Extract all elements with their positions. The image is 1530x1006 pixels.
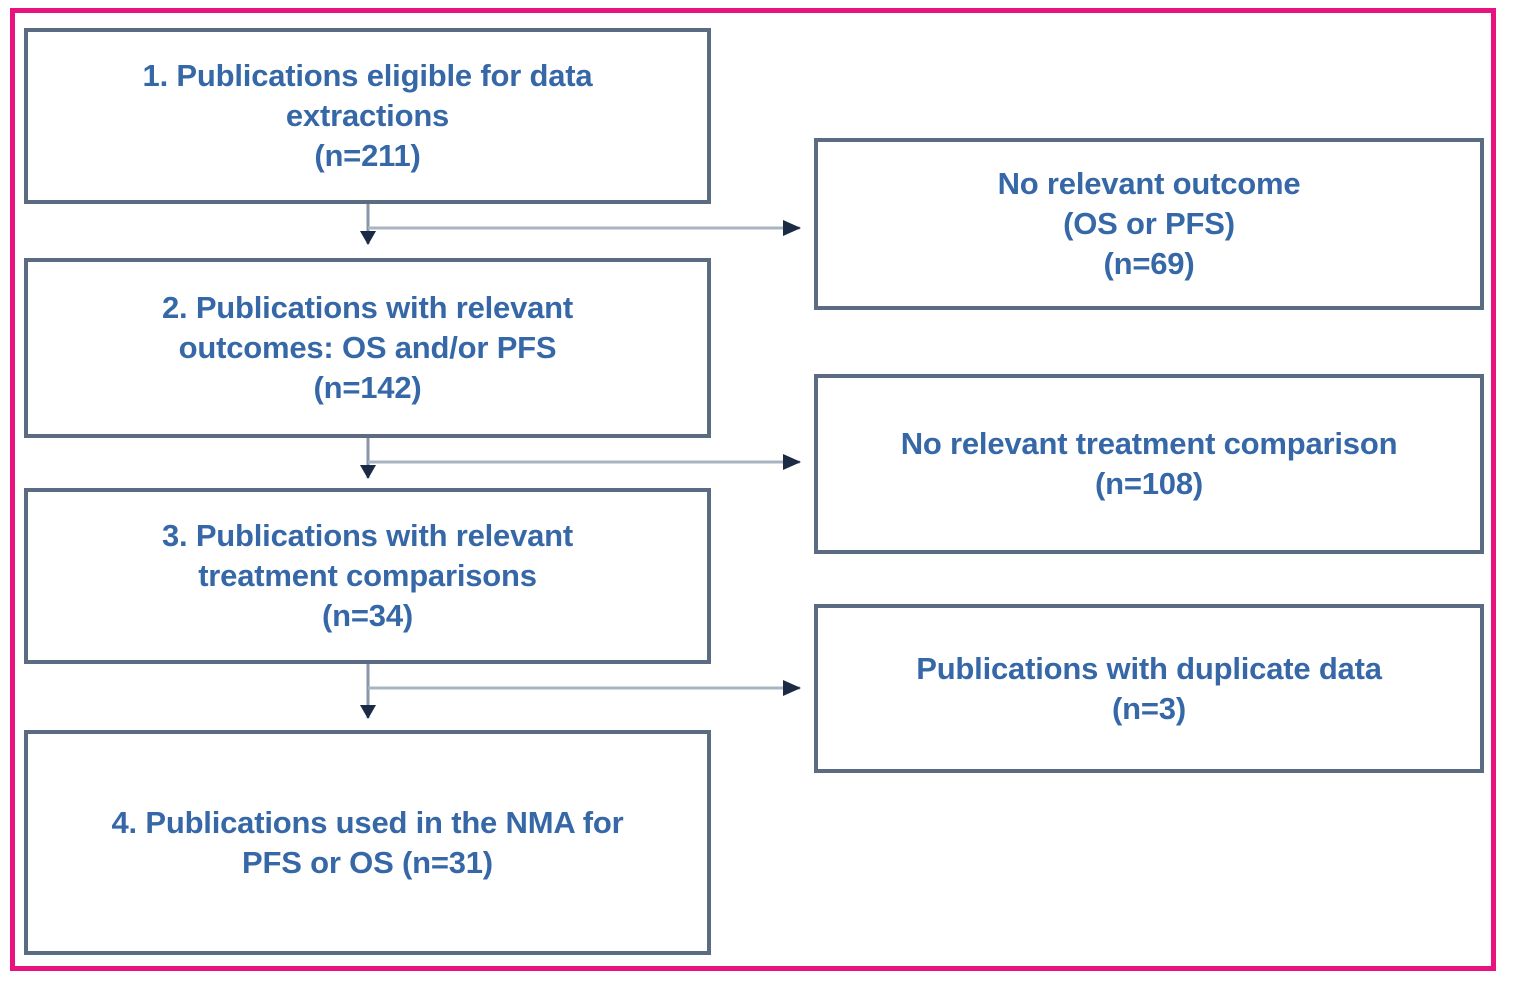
flow-box-step-2-label: 2. Publications with relevant outcomes: … [161, 290, 574, 405]
flow-box-exclusion-3[interactable]: Publications with duplicate data (n=3) [814, 604, 1484, 773]
flow-box-step-4-label: 4. Publications used in the NMA for PFS … [111, 804, 624, 880]
flow-box-exclusion-2-label: No relevant treatment comparison (n=108) [900, 426, 1398, 501]
flow-box-step-4[interactable]: 4. Publications used in the NMA for PFS … [24, 730, 711, 955]
flow-box-step-3-label: 3. Publications with relevant treatment … [161, 518, 574, 633]
flow-box-step-3[interactable]: 3. Publications with relevant treatment … [24, 488, 711, 664]
flow-box-exclusion-3-label: Publications with duplicate data (n=3) [916, 650, 1382, 726]
flow-box-step-1-label: 1. Publications eligible for data extrac… [142, 58, 593, 173]
flow-box-exclusion-2[interactable]: No relevant treatment comparison (n=108) [814, 374, 1484, 554]
flow-box-step-1[interactable]: 1. Publications eligible for data extrac… [24, 28, 711, 204]
flow-box-exclusion-1-label: No relevant outcome (OS or PFS) (n=69) [997, 166, 1301, 281]
flow-box-exclusion-1[interactable]: No relevant outcome (OS or PFS) (n=69) [814, 138, 1484, 310]
flow-box-step-2[interactable]: 2. Publications with relevant outcomes: … [24, 258, 711, 438]
